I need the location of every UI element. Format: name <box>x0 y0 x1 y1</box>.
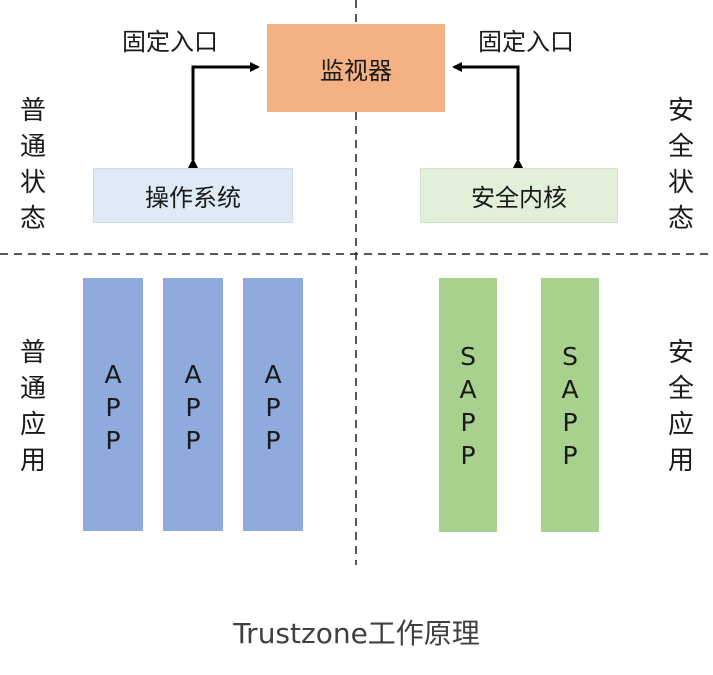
secure-kernel-box: 安全内核 <box>420 168 618 223</box>
app-block: APP <box>83 278 143 531</box>
monitor-box: 监视器 <box>267 24 445 112</box>
figure-caption: Trustzone工作原理 <box>233 617 480 650</box>
app-label: APP <box>184 360 202 455</box>
normal-app-label: 普通应用 <box>19 338 46 476</box>
app-block: APP <box>163 278 223 531</box>
normal-state-label: 普通状态 <box>19 96 46 234</box>
sapp-block: SAPP <box>439 278 497 532</box>
arrow-os-monitor <box>188 62 260 168</box>
app-label: APP <box>264 360 282 455</box>
app-block: APP <box>243 278 303 531</box>
arrow-kernel-monitor <box>452 62 523 168</box>
secure-kernel-label: 安全内核 <box>471 184 567 212</box>
entry-right-label: 固定入口 <box>478 28 574 56</box>
sapp-block: SAPP <box>541 278 599 532</box>
sapp-label: SAPP <box>459 342 477 470</box>
monitor-label: 监视器 <box>320 56 392 85</box>
secure-app-label: 安全应用 <box>667 338 694 476</box>
secure-state-label: 安全状态 <box>667 96 694 234</box>
entry-left-label: 固定入口 <box>122 28 218 56</box>
sapp-label: SAPP <box>561 342 579 470</box>
os-label: 操作系统 <box>145 184 241 212</box>
os-box: 操作系统 <box>93 168 293 223</box>
app-label: APP <box>104 360 122 455</box>
